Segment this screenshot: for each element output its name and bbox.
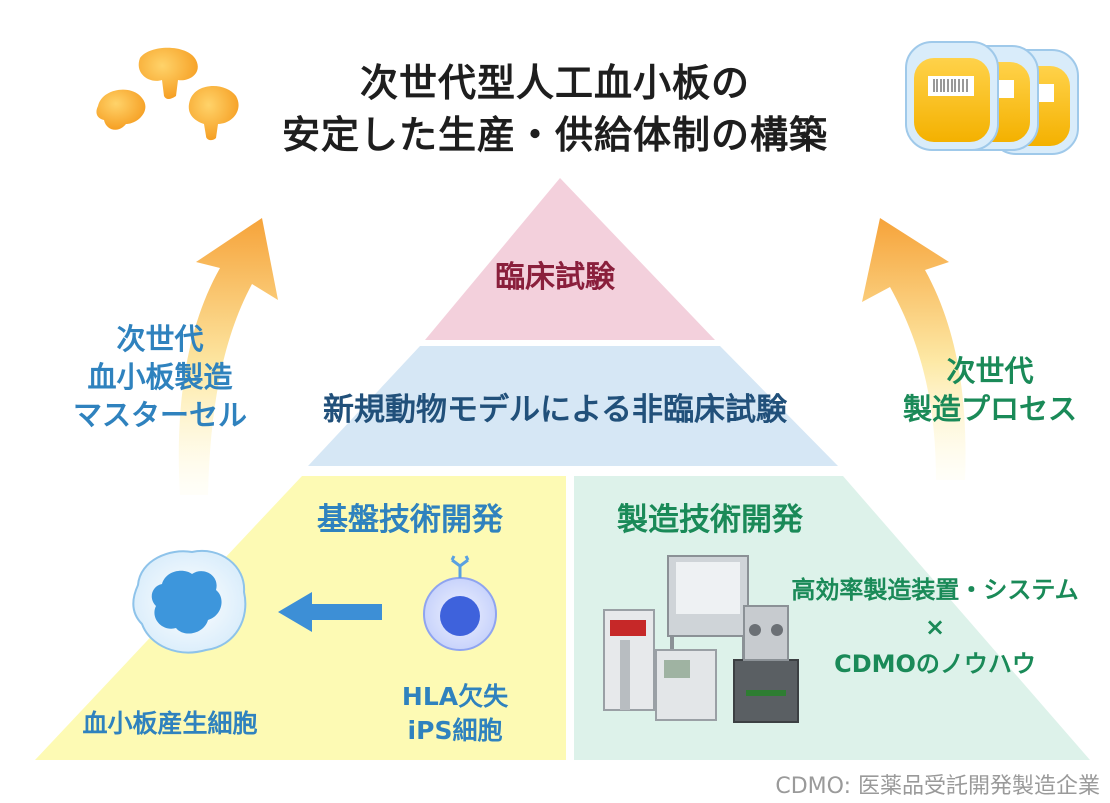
differentiation-arrow bbox=[278, 592, 382, 632]
equipment-icon bbox=[603, 555, 799, 723]
left-arrow-label: 次世代 血小板製造 マスターセル bbox=[60, 320, 260, 434]
left-arrow-label-line: 血小板製造 bbox=[87, 360, 233, 394]
main-title-line2: 安定した生産・供給体制の構築 bbox=[281, 113, 828, 157]
footnote: CDMO: 医薬品受託開発製造企業 bbox=[775, 774, 1100, 799]
ips-cell-label-line: iPS細胞 bbox=[407, 716, 503, 745]
ips-cell-icon bbox=[423, 555, 497, 651]
left-upward-arrow bbox=[178, 218, 278, 495]
manufacturing-description: 高効率製造装置・システム × CDMOのノウハウ bbox=[760, 572, 1110, 683]
platelet-producing-cell-label: 血小板産生細胞 bbox=[82, 709, 258, 738]
blood-bag-icon bbox=[905, 41, 1079, 155]
manufacturing-description-line: 高効率製造装置・システム bbox=[791, 576, 1079, 604]
right-arrow-label-line: 製造プロセス bbox=[902, 392, 1077, 426]
left-arrow-label-line: マスターセル bbox=[72, 398, 247, 432]
right-upward-arrow bbox=[862, 218, 966, 480]
ips-cell-label-line: HLA欠失 bbox=[401, 682, 509, 711]
ips-cell-label: HLA欠失 iPS細胞 bbox=[380, 680, 530, 748]
right-arrow-label-line: 次世代 bbox=[946, 354, 1034, 388]
platelet-icon bbox=[96, 47, 239, 141]
basic-technology-title: 基盤技術開発 bbox=[317, 502, 503, 538]
megakaryocyte-icon bbox=[132, 549, 247, 654]
pyramid-top-tier bbox=[425, 178, 715, 340]
manufacturing-description-line: CDMOのノウハウ bbox=[834, 650, 1036, 678]
nonclinical-trial-label: 新規動物モデルによる非臨床試験 bbox=[322, 392, 788, 428]
manufacturing-technology-title: 製造技術開発 bbox=[617, 502, 803, 538]
left-arrow-label-line: 次世代 bbox=[116, 322, 204, 356]
right-arrow-label: 次世代 製造プロセス bbox=[880, 352, 1100, 428]
pyramid-middle-tier bbox=[308, 346, 838, 466]
clinical-trial-label: 臨床試験 bbox=[495, 260, 615, 295]
manufacturing-description-line: × bbox=[924, 613, 946, 641]
main-title-line1: 次世代型人工血小板の bbox=[359, 61, 750, 105]
